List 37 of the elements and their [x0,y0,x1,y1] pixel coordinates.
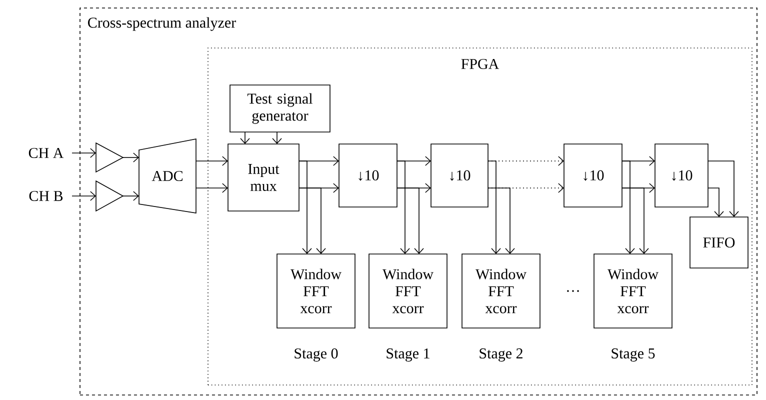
decimator-box: ↓10 [430,144,488,208]
arrow [122,191,139,201]
processing-box: Window FFT xcorr [368,254,448,328]
decimator-box: ↓10 [564,144,622,208]
stage-label: Stage 1 [386,348,430,362]
arrow [488,160,501,254]
arrow [622,160,635,254]
mux-box: Input mux [228,144,300,212]
generator-box: Test signal generator [230,84,330,132]
arrow [240,132,250,144]
arrow [72,148,96,158]
processing-box: Window FFT xcorr [594,254,672,328]
arrow [72,191,96,201]
arrow [272,132,282,144]
stage-label: Stage 2 [480,348,522,362]
stage-label: Stage 0 [294,348,338,362]
arrow [622,188,649,254]
processing-box: Window FFT xcorr [276,254,356,328]
processing-box: Window FFT xcorr [462,254,540,328]
arrow [396,160,410,254]
ellipsis: … [567,290,579,292]
arrow [122,152,139,162]
input-label: CH B [29,190,63,202]
arrow [196,183,228,193]
arrow [298,160,312,254]
arrow [488,188,515,254]
decimator-box: ↓10 [654,144,708,208]
arrow [396,188,424,254]
input-label: CH A [28,148,64,158]
arrow [708,160,739,217]
arrow [196,156,228,166]
decimator-box: ↓10 [338,144,398,208]
stage-label: Stage 5 [612,348,655,362]
adc-block: ADC [138,138,196,214]
arrow [708,188,724,217]
arrow [298,188,326,254]
fifo-box: FIFO [690,216,748,268]
